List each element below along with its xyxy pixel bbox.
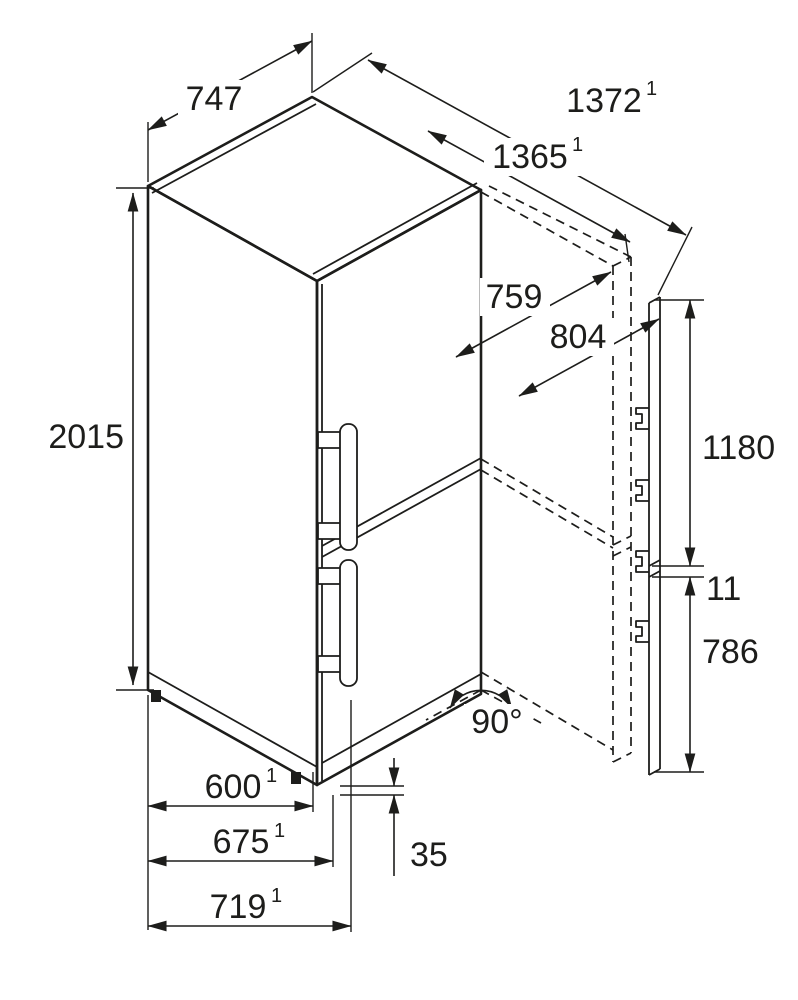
handle-lower xyxy=(317,559,358,687)
hinge-bracket-3 xyxy=(635,550,649,573)
dim-label-height: 2015 xyxy=(48,418,124,456)
panel-gap-2 xyxy=(648,570,661,578)
handle-lower-bar xyxy=(339,559,358,687)
dim-base-clearance xyxy=(340,758,404,876)
dim-label-upper-door-height: 1180 xyxy=(702,429,775,467)
handle-upper xyxy=(317,423,358,551)
hinge-brackets xyxy=(635,407,649,643)
dim-label-depth-top: 747 xyxy=(186,80,243,118)
label-bg-747 xyxy=(178,80,250,118)
panel-gap-1 xyxy=(648,559,661,567)
dim-door-heights xyxy=(652,299,704,773)
dim-sup-clearance-outer: 1 xyxy=(646,78,657,100)
projection-top-2 xyxy=(488,185,632,258)
projection-top-1 xyxy=(480,191,614,267)
handle-lower-bracket-bottom xyxy=(317,655,343,673)
hinge-bracket-1 xyxy=(635,407,649,430)
dim-label-depth-total: 719 xyxy=(210,888,267,926)
open-door-gap-2 xyxy=(612,546,632,557)
dim-label-opening-angle: 90° xyxy=(471,703,522,741)
hinge-bracket-2 xyxy=(635,479,649,502)
handle-upper-bar xyxy=(339,423,358,551)
foot-left xyxy=(151,690,161,702)
dimension-lines xyxy=(116,33,704,932)
dim-label-clearance-inner: 1365 xyxy=(492,138,568,176)
handle-upper-bracket-top xyxy=(317,431,343,449)
dim-label-lower-door-height: 786 xyxy=(702,633,759,671)
projection-bottom xyxy=(480,671,614,751)
dim-label-depth-incl-door: 675 xyxy=(213,823,270,861)
dim-clearance-inner xyxy=(427,130,631,263)
projection-split-1 xyxy=(480,458,614,538)
freezer-door-bottom-edge xyxy=(321,673,482,764)
fridge-top-face xyxy=(146,95,483,283)
dim-label-base-clearance: 35 xyxy=(410,836,448,874)
plinth-line xyxy=(147,671,318,768)
label-bg-759 xyxy=(480,278,550,316)
dim-swing-lower xyxy=(518,318,660,397)
label-bg-804 xyxy=(544,318,614,356)
projection-split-2 xyxy=(480,469,614,549)
dim-label-door-gap: 11 xyxy=(706,570,741,608)
open-door-gap-1 xyxy=(612,535,632,546)
fridge-side-face xyxy=(146,184,319,787)
dim-height xyxy=(116,187,154,691)
open-door-projection xyxy=(480,185,661,776)
handle-upper-bracket-bottom xyxy=(317,522,343,540)
hinge-bracket-4 xyxy=(635,620,649,643)
dim-sup-depth-body: 1 xyxy=(266,765,277,787)
handle-lower-bracket-top xyxy=(317,567,343,585)
foot-front xyxy=(291,772,301,784)
dimension-labels: 747 1372 1 1365 1 759 804 2015 1180 11 7… xyxy=(48,78,775,926)
dim-sup-depth-incl-door: 1 xyxy=(274,820,285,842)
door-panel-open xyxy=(648,296,661,776)
dim-depth-chain xyxy=(147,695,352,932)
open-door-dashed-outline xyxy=(612,256,632,763)
dim-sup-depth-total: 1 xyxy=(271,885,282,907)
dim-label-depth-body: 600 xyxy=(205,768,262,806)
label-bg-1365 xyxy=(484,138,588,176)
dim-sup-clearance-inner: 1 xyxy=(572,134,583,156)
door-top-edge xyxy=(312,182,478,275)
dim-label-clearance-outer: 1372 xyxy=(566,82,642,120)
fridge-body xyxy=(146,95,483,787)
dim-label-swing-upper: 759 xyxy=(486,278,543,316)
fridge-doors xyxy=(317,284,482,781)
label-bg-1372 xyxy=(556,82,662,120)
label-bg-90 xyxy=(464,704,532,740)
open-door-bottom-edge xyxy=(612,752,632,763)
dim-label-swing-lower: 804 xyxy=(550,318,607,356)
